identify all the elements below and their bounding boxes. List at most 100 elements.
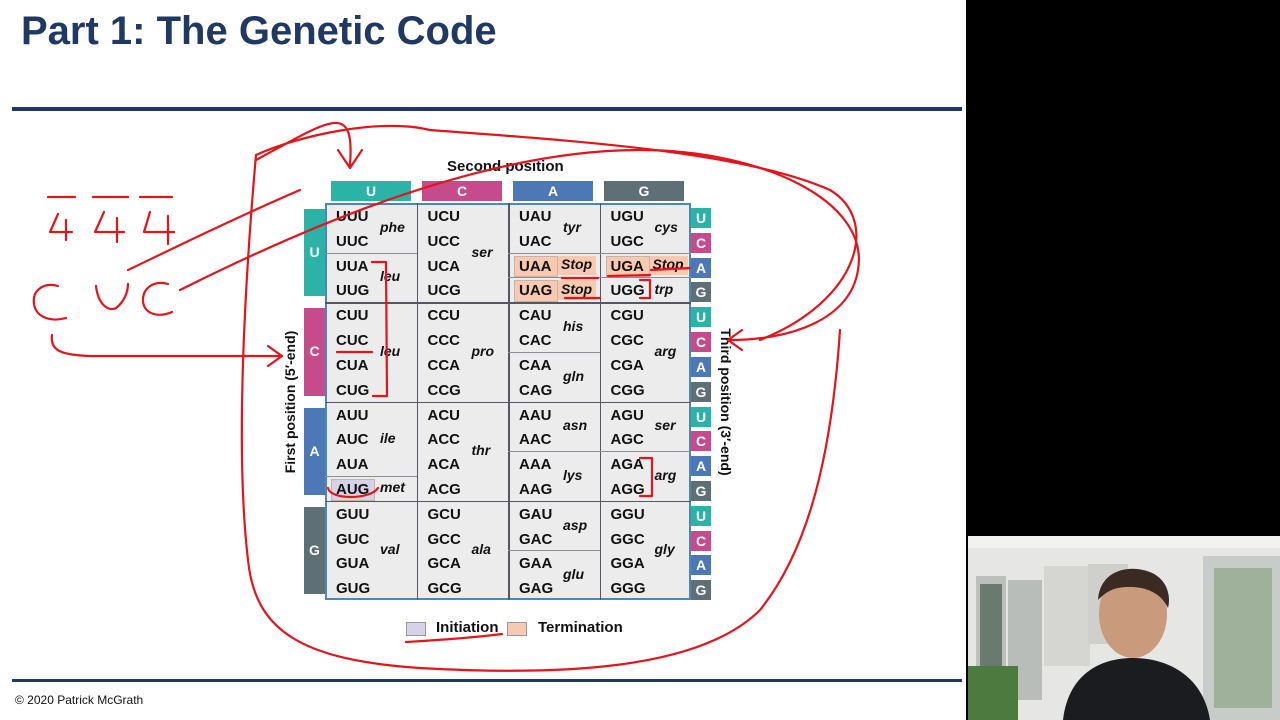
third-position-a: A	[691, 257, 711, 278]
amino-acid-asn: asn	[563, 417, 588, 434]
group-divider	[599, 277, 691, 279]
codon-highlight	[514, 280, 558, 303]
title-divider	[12, 107, 962, 111]
codon-aua: AUA	[336, 456, 369, 474]
initiation-underline	[404, 632, 504, 644]
digit-4-1	[48, 212, 74, 242]
arg-bracket	[638, 456, 654, 498]
stop-highlight	[558, 255, 596, 276]
codon-ucg: UCG	[427, 282, 461, 300]
codon-guu: GUU	[336, 505, 370, 523]
codon-auu: AUU	[336, 406, 369, 424]
codon-ccu: CCU	[427, 307, 461, 325]
amino-acid-met: met	[380, 479, 405, 496]
first-position-g: G	[304, 506, 325, 594]
codon-ccc: CCC	[427, 332, 461, 350]
amino-acid-pro: pro	[471, 342, 495, 359]
codon-cag: CAG	[519, 381, 553, 399]
cross-stroke	[126, 188, 302, 272]
webcam-feed	[968, 536, 1280, 720]
third-position-c: C	[691, 232, 711, 253]
webcam-image	[968, 536, 1280, 720]
leu-bracket	[370, 260, 389, 398]
amino-acid-gln: gln	[563, 367, 584, 384]
initiation-swatch	[406, 622, 426, 636]
codon-gcu: GCU	[427, 505, 461, 523]
codon-gau: GAU	[519, 505, 553, 523]
footer-divider	[12, 679, 962, 682]
codon-cca: CCA	[427, 356, 461, 374]
trp-bracket	[638, 278, 652, 300]
amino-acid-stop: Stop	[561, 280, 593, 297]
group-divider	[508, 550, 600, 552]
codon-ucc: UCC	[427, 232, 461, 250]
amino-acid-ser: ser	[471, 243, 493, 260]
codon-uca: UCA	[427, 257, 461, 275]
left-arrow-annotation	[50, 333, 284, 368]
first-position-c: C	[304, 308, 325, 396]
codon-ccg: CCG	[427, 381, 461, 399]
third-position-c: C	[691, 530, 711, 551]
codon-ggg: GGG	[610, 580, 646, 598]
amino-acid-val: val	[380, 541, 400, 558]
amino-acid-tyr: tyr	[563, 218, 581, 235]
codon-cua: CUA	[336, 356, 369, 374]
initiation-label: Initiation	[436, 619, 499, 636]
codon-auc: AUC	[336, 431, 369, 449]
codon-aca: ACA	[427, 456, 461, 474]
third-position-g: G	[691, 580, 711, 601]
codon-acu: ACU	[427, 406, 461, 424]
codon-cuc: CUC	[336, 332, 369, 350]
amino-acid-ile: ile	[380, 429, 396, 446]
second-position-c: C	[422, 181, 502, 201]
right-arrow-annotation	[178, 148, 860, 352]
codon-uac: UAC	[519, 232, 552, 250]
group-divider	[508, 351, 600, 353]
first-position-a: A	[304, 407, 325, 495]
codon-gua: GUA	[336, 555, 370, 573]
third-position-a: A	[691, 456, 711, 477]
codon-cuu: CUU	[336, 307, 369, 325]
codon-aga: AGA	[610, 456, 644, 474]
amino-acid-gly: gly	[654, 541, 675, 558]
codon-highlight	[514, 255, 558, 278]
group-divider	[599, 252, 691, 254]
codon-ugc: UGC	[610, 232, 644, 250]
codon-agc: AGC	[610, 431, 644, 449]
codon-uga: UGA	[610, 257, 644, 275]
group-divider	[508, 252, 600, 254]
second-position-a: A	[513, 181, 593, 201]
codon-aau: AAU	[519, 406, 552, 424]
amino-acid-his: his	[563, 318, 584, 335]
codon-aac: AAC	[519, 431, 552, 449]
amino-acid-ser: ser	[654, 417, 676, 434]
stop-highlight	[558, 280, 596, 301]
codon-uua: UUA	[336, 257, 369, 275]
group-divider	[508, 277, 600, 279]
letter-c-1	[32, 283, 68, 321]
codon-uuc: UUC	[336, 232, 369, 250]
codon-ugg: UGG	[610, 282, 645, 300]
codon-ggu: GGU	[610, 505, 645, 523]
third-position-u: U	[691, 406, 711, 427]
codon-uaa: UAA	[519, 257, 552, 275]
codon-cga: CGA	[610, 356, 644, 374]
codon-uug: UUG	[336, 282, 370, 300]
letter-c-2	[141, 281, 174, 316]
codon-uag: UAG	[519, 282, 553, 300]
third-position-g: G	[691, 282, 711, 303]
amino-acid-stop: Stop	[561, 256, 593, 273]
third-position-u: U	[691, 505, 711, 526]
row-divider	[325, 401, 691, 403]
amino-acid-lys: lys	[563, 466, 583, 483]
amino-acid-cys: cys	[654, 218, 678, 235]
codon-highlight	[605, 255, 650, 278]
amino-acid-trp: trp	[654, 280, 674, 297]
codon-gga: GGA	[610, 555, 645, 573]
row-divider	[325, 302, 691, 304]
pen-annotations	[32, 122, 860, 672]
codon-acc: ACC	[427, 431, 461, 449]
termination-swatch	[507, 622, 527, 636]
codon-aaa: AAA	[519, 456, 552, 474]
amino-acid-arg: arg	[654, 342, 677, 359]
